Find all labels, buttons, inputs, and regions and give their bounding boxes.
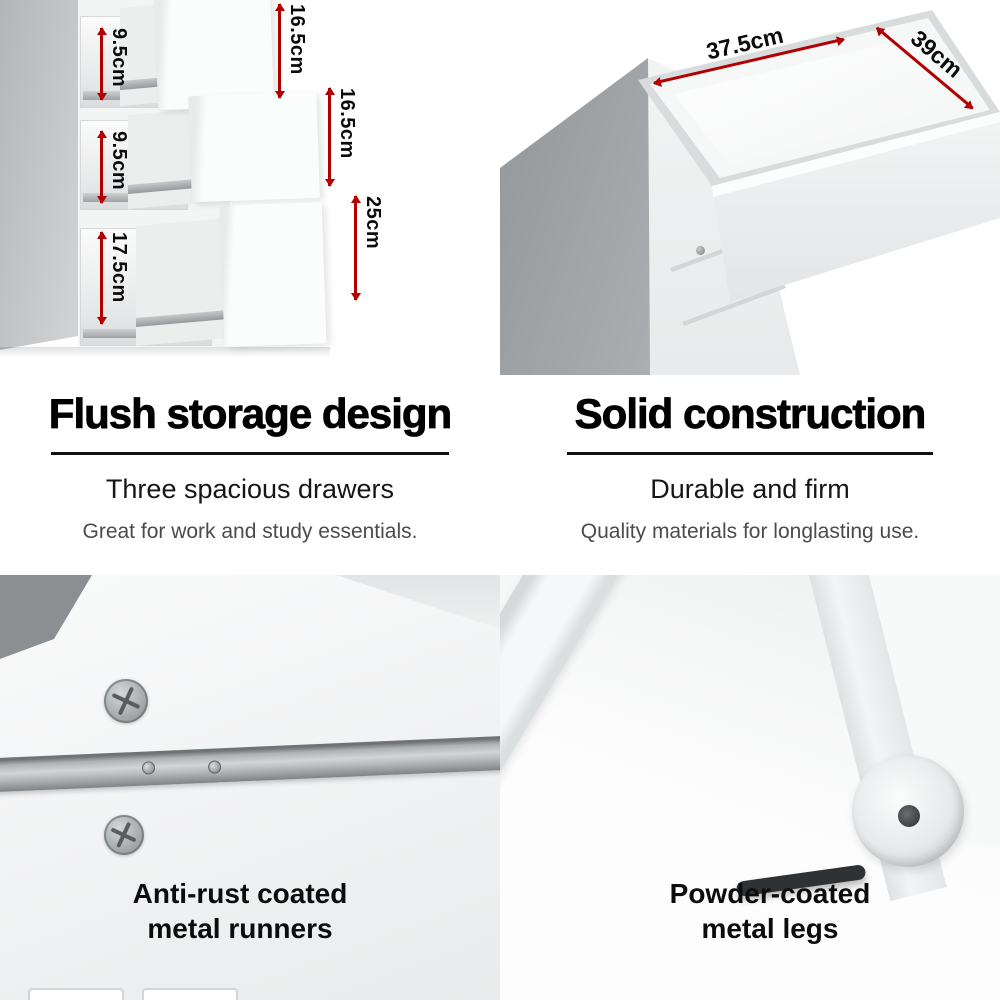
title-rule: [51, 452, 449, 455]
caption-line: Anti-rust coated: [132, 878, 348, 909]
feature-block-storage: Flush storage design Three spacious draw…: [10, 390, 490, 544]
feature-description: Great for work and study essentials.: [82, 520, 418, 543]
feature-subtitle: Durable and firm: [650, 474, 850, 504]
panel-drawer-dimensions: 9.5cm 9.5cm 17.5cm 16.5cm 16.5cm 25cm: [0, 0, 500, 375]
dimension-label: 9.5cm: [108, 131, 130, 191]
cabinet-floor-shadow: [0, 347, 330, 357]
screw-head-icon: [696, 246, 705, 255]
next-section-peek-box: [142, 988, 238, 1000]
title-rule: [567, 452, 933, 455]
drawer-box-side-bottom: [136, 217, 228, 347]
caption-line: metal runners: [147, 912, 333, 944]
caption-line: Powder-coated: [669, 878, 871, 909]
panel-drawer-interior: 37.5cm 39cm: [500, 0, 1000, 375]
round-leg-foot: [852, 755, 964, 867]
dimension-arrow-icon: [100, 28, 103, 100]
leg-bar-front: [500, 575, 637, 907]
feature-block-construction: Solid construction Durable and firm Qual…: [510, 390, 990, 544]
dimension-arrow-icon: [354, 196, 357, 300]
caption-line: metal legs: [701, 912, 839, 944]
dimension-label: 16.5cm: [336, 88, 358, 159]
measurement-front-3: 25cm: [354, 196, 384, 300]
feature-title: Solid construction: [574, 390, 926, 438]
next-section-peek-box: [28, 988, 124, 1000]
screw-icon: [104, 815, 144, 855]
feature-subtitle: Three spacious drawers: [105, 474, 395, 504]
measurement-front-2: 16.5cm: [328, 88, 358, 186]
caption-metal-legs: Powder-coated metal legs: [520, 877, 1000, 946]
screw-icon: [104, 679, 148, 723]
dimension-arrow-icon: [278, 4, 281, 98]
feature-title: Flush storage design: [48, 390, 452, 438]
dimension-arrow-icon: [100, 131, 103, 203]
rail-screw-icon: [141, 761, 156, 775]
measurement-cavity-1: 9.5cm: [100, 28, 130, 100]
drawer-front-middle: [188, 91, 320, 203]
dimension-arrow-icon: [100, 232, 103, 324]
caption-metal-runners: Anti-rust coated metal runners: [0, 877, 480, 946]
rail-screw-icon: [207, 760, 222, 774]
foot-hole-icon: [898, 805, 920, 827]
dimension-label: 17.5cm: [108, 232, 130, 303]
feature-description: Quality materials for longlasting use.: [580, 520, 920, 543]
panel-metal-legs: Powder-coated metal legs: [500, 575, 1000, 1000]
measurement-front-1: 16.5cm: [278, 4, 308, 98]
dimension-arrow-icon: [328, 88, 331, 186]
drawer-front-bottom: [219, 202, 327, 347]
dimension-label: 25cm: [362, 196, 384, 250]
dimension-label: 9.5cm: [108, 28, 130, 88]
panel-metal-runners: Anti-rust coated metal runners: [0, 575, 500, 1000]
dimension-label: 16.5cm: [286, 4, 308, 75]
drawer-box-side-middle: [128, 109, 196, 209]
cabinet-side-panel: [0, 0, 78, 350]
measurement-cavity-3: 17.5cm: [100, 232, 130, 324]
measurement-cavity-2: 9.5cm: [100, 131, 130, 203]
